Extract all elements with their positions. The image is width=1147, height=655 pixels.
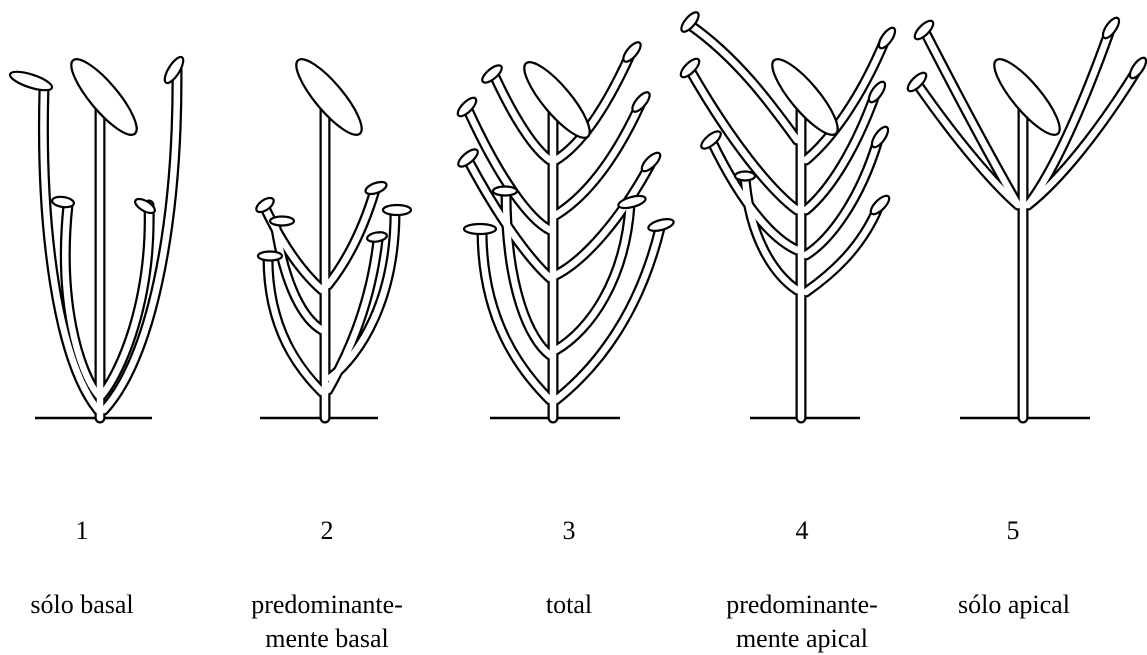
plant-2-drawing [254,51,411,418]
plant-1-cap [8,68,54,94]
figure-5-caption: sólo apical [934,588,1094,622]
plant-5-drawing [905,15,1147,418]
plant-4-cap [869,124,891,149]
plant-2-cap [383,205,411,215]
figure-5-number: 5 [993,514,1033,548]
figure-3-caption: total [509,588,629,622]
plant-3-cap [493,187,517,196]
plant-5-cap [1100,15,1122,40]
plant-5-cap [1127,55,1147,80]
plant-3-drawing [455,40,675,418]
plant-4-cap [735,172,755,181]
plant-2-cap [366,231,387,243]
plant-3-cap [464,224,496,234]
plant-4-cap [876,25,898,50]
plant-3-cap [617,194,647,211]
figure-1-number: 1 [62,514,102,548]
plant-2-cap [364,180,388,197]
figure-2-number: 2 [307,514,347,548]
plant-1-drawing [8,51,187,418]
plant-3-cap [647,217,675,233]
figure-4-caption: predominante- mente apical [697,588,907,655]
plant-1-cap [51,196,74,209]
plant-2-cap [270,217,294,226]
plant-4-drawing [678,10,898,418]
figure-2-caption: predominante- mente basal [222,588,432,655]
plant-drawings [0,0,1147,460]
figure-3-number: 3 [549,514,589,548]
plant-2-cap [258,252,282,261]
plant-2-branches [265,100,395,418]
figure-4-number: 4 [782,514,822,548]
figure-1-caption: sólo basal [0,588,164,622]
